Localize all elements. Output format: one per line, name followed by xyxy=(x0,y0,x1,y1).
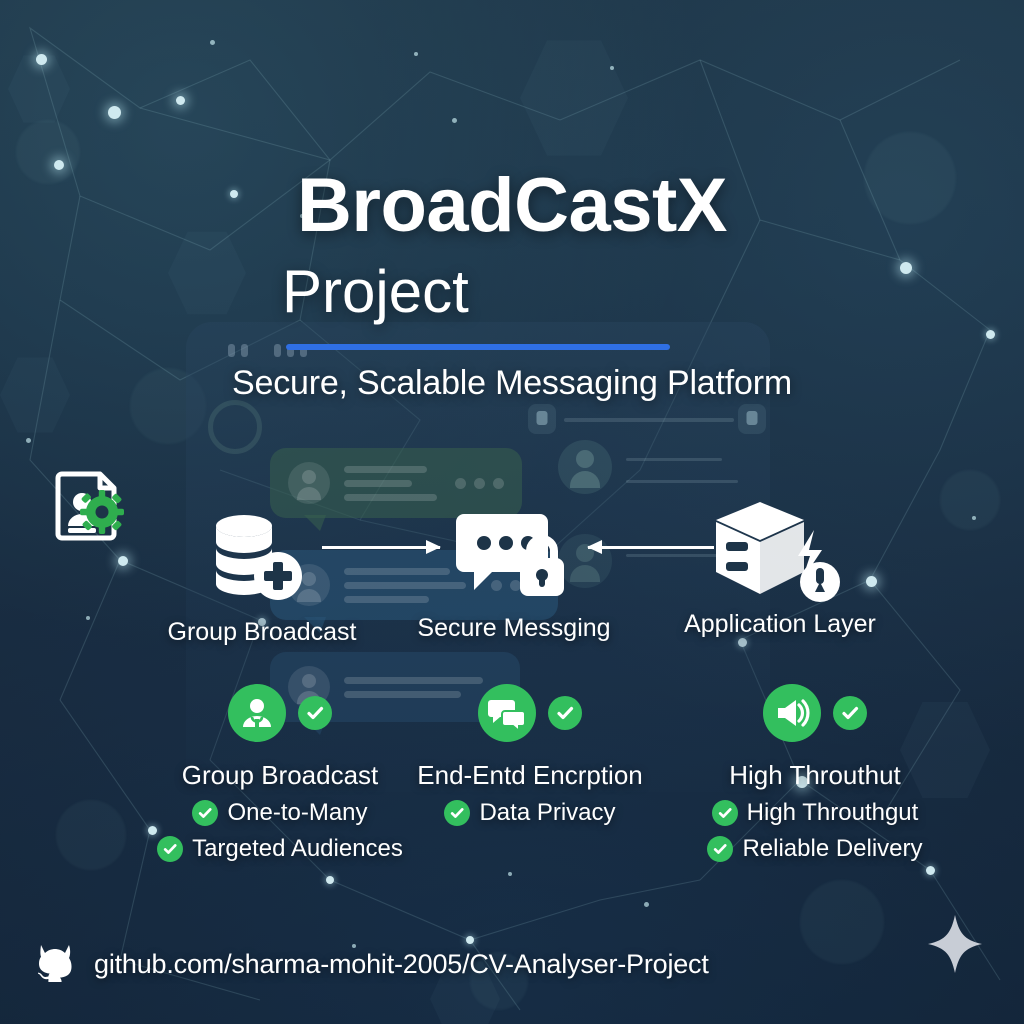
arrow-right xyxy=(322,540,441,554)
user-group-icon xyxy=(228,684,286,742)
check-circle-icon xyxy=(707,836,734,862)
feature-item-label: Data Privacy xyxy=(479,799,616,826)
pipeline-label: Application Layer xyxy=(684,610,876,638)
check-circle-icon xyxy=(548,696,582,730)
lock-chip-right xyxy=(738,404,766,434)
message-lines xyxy=(344,567,477,603)
chat-lock-icon xyxy=(456,514,564,596)
pipeline-item-secure-messaging: Secure Messging xyxy=(417,502,611,642)
github-icon xyxy=(34,941,76,988)
typing-dots xyxy=(455,477,504,489)
contact-line xyxy=(626,554,730,557)
feature-column-group-broadcast: Group Broadcast One-to-Many Targeted Aud… xyxy=(90,680,470,863)
tagline: Secure, Scalable Messaging Platform xyxy=(232,364,792,402)
feature-heading: High Throuthut xyxy=(729,760,901,790)
page-subtitle: Project xyxy=(282,258,469,325)
feature-item-label: Reliable Delivery xyxy=(742,835,923,862)
feature-column-encryption: End-Entd Encrption Data Privacy xyxy=(370,680,690,827)
check-circle-icon xyxy=(157,836,184,862)
footer-url[interactable]: github.com/sharma-mohit-2005/CV-Analyser… xyxy=(94,949,709,979)
feature-item: High Throuthgut xyxy=(620,799,1010,827)
feature-item-label: Targeted Audiences xyxy=(192,835,403,862)
contact-line xyxy=(626,480,738,483)
feature-item: Targeted Audiences xyxy=(90,835,470,863)
message-lines xyxy=(344,465,441,501)
decor-ring xyxy=(208,400,262,454)
pipeline-item-application-layer: Application Layer xyxy=(684,498,876,638)
feature-item-label: One-to-Many xyxy=(227,799,368,826)
avatar xyxy=(288,462,330,504)
chat-bubbles-icon xyxy=(478,684,536,742)
pipeline-row: Group Broadcast Secure Messging xyxy=(0,498,1024,658)
check-circle-icon xyxy=(711,800,738,826)
pipeline-item-group-broadcast: Group Broadcast xyxy=(168,506,357,646)
window-control-dots xyxy=(228,344,307,357)
feature-item-label: High Throuthgut xyxy=(746,799,919,826)
check-circle-icon xyxy=(192,800,219,826)
arrow-left xyxy=(587,540,714,554)
contact-line xyxy=(626,458,722,461)
feature-item: Reliable Delivery xyxy=(620,835,1010,863)
chat-bubble-incoming xyxy=(270,448,522,531)
check-circle-icon xyxy=(298,696,332,730)
chat-bubble-outgoing xyxy=(270,550,558,633)
footer: github.com/sharma-mohit-2005/CV-Analyser… xyxy=(34,941,709,988)
feature-column-throughput: High Throuthut High Throuthgut Reliable … xyxy=(620,680,1010,863)
feature-heading: End-Entd Encrption xyxy=(417,760,643,790)
page-title: BroadCastX xyxy=(297,163,728,248)
sparkle-icon xyxy=(926,913,984,980)
pipeline-label: Secure Messging xyxy=(417,614,611,642)
contact-avatar xyxy=(558,534,612,588)
speaker-icon xyxy=(763,684,821,742)
server-stack-icon xyxy=(716,502,840,602)
contact-avatar xyxy=(558,440,612,494)
lock-chip-left xyxy=(528,404,556,434)
feature-heading: Group Broadcast xyxy=(181,760,379,790)
message-lines xyxy=(344,676,502,698)
pipeline-label: Group Broadcast xyxy=(167,618,357,646)
feature-item: Data Privacy xyxy=(370,799,690,827)
accent-bar xyxy=(286,344,670,350)
divider-line xyxy=(564,418,734,422)
document-person-gear-icon xyxy=(48,468,134,559)
database-plus-icon xyxy=(216,515,302,600)
check-circle-icon xyxy=(444,800,471,826)
check-circle-icon xyxy=(833,696,867,730)
feature-item: One-to-Many xyxy=(90,799,470,827)
